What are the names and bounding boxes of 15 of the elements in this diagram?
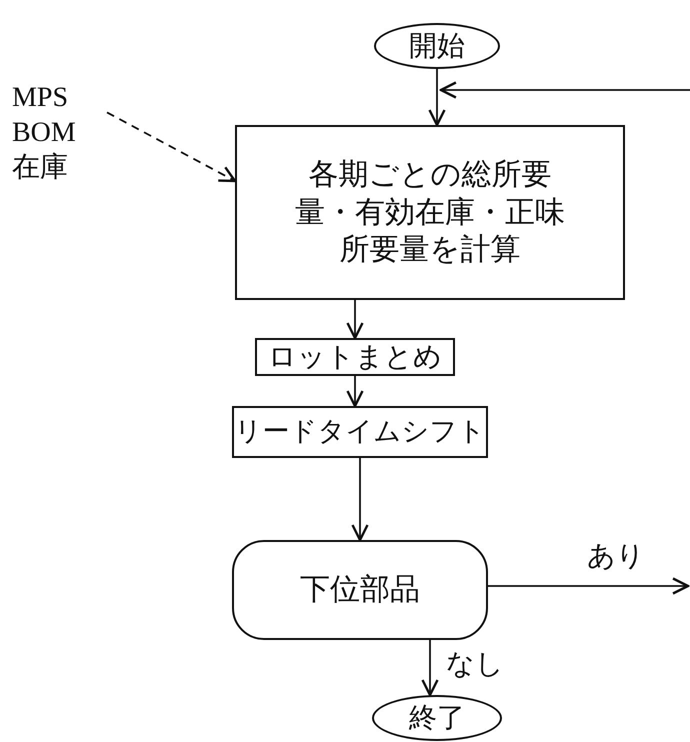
process-box: 各期ごとの総所要量・有効在庫・正味所要量を計算 — [235, 125, 625, 300]
arrow — [351, 458, 369, 542]
process-box: リードタイムシフト — [232, 406, 488, 458]
arrow — [428, 69, 446, 126]
terminal-ellipse: 終了 — [372, 695, 502, 741]
arrow — [421, 640, 439, 696]
input-text: MPS BOM 在庫 — [12, 62, 107, 202]
arrow — [440, 81, 690, 99]
process-box: ロットまとめ — [255, 338, 455, 376]
arrow — [488, 577, 690, 595]
decision-box: 下位部品 — [232, 540, 488, 640]
terminal-ellipse: 開始 — [374, 23, 500, 69]
arrow — [346, 300, 364, 340]
arrow — [346, 376, 364, 408]
arrow — [106, 112, 236, 182]
